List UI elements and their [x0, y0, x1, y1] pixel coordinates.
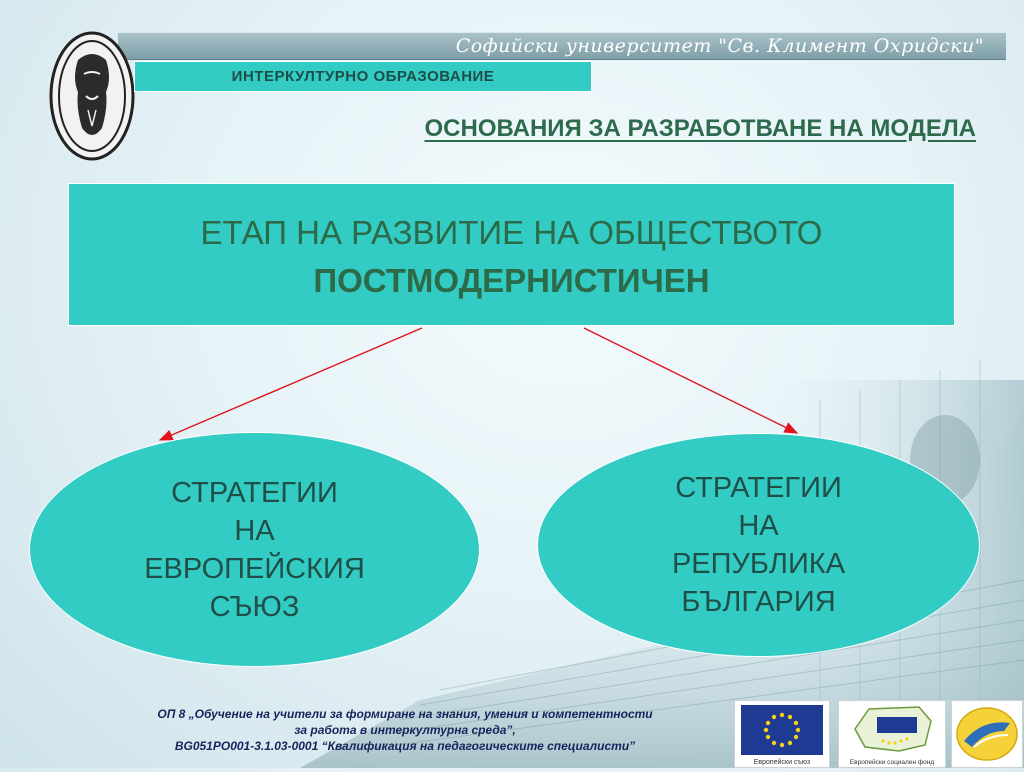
- eu-strategies-line: СТРАТЕГИИ: [171, 476, 338, 509]
- esf-logo-icon: [854, 706, 932, 752]
- eu-strategies-node: СТРАТЕГИИ НА ЕВРОПЕЙСКИЯ СЪЮЗ: [29, 432, 480, 667]
- bg-strategies-line: НА: [738, 510, 779, 542]
- esf-logo: Европейски социален фонд: [838, 700, 946, 768]
- bg-strategies-line: БЪЛГАРИЯ: [681, 586, 836, 618]
- bg-strategies-node: СТРАТЕГИИ НА РЕПУБЛИКА БЪЛГАРИЯ: [537, 433, 980, 657]
- course-title: ИНТЕРКУЛТУРНО ОБРАЗОВАНИЕ: [231, 68, 495, 85]
- footer-line: BG051PO001-3.1.03-0001 “Квалификация на …: [174, 739, 636, 753]
- university-name: Софийски университет "Св. Климент Охридс…: [455, 35, 984, 57]
- course-title-box: ИНТЕРКУЛТУРНО ОБРАЗОВАНИЕ: [134, 61, 592, 92]
- eu-strategies-line: СЪЮЗ: [209, 590, 300, 623]
- page-title: ОСНОВАНИЯ ЗА РАЗРАБОТВАНЕ НА МОДЕЛА: [424, 115, 976, 142]
- program-logo-icon: [956, 707, 1018, 761]
- university-seal-icon: [49, 31, 135, 161]
- project-footer: ОП 8 „Обучение на учители за формиране н…: [95, 706, 715, 754]
- society-stage-label: ЕТАП НА РАЗВИТИЕ НА ОБЩЕСТВОТО: [200, 214, 823, 251]
- eu-strategies-line: НА: [234, 514, 275, 547]
- footer-line: ОП 8 „Обучение на учители за формиране н…: [157, 707, 653, 721]
- eu-logo: Европейски съюз: [734, 700, 830, 768]
- footer-line: за работа в интеркултурна среда”,: [294, 723, 516, 737]
- society-stage-box: ЕТАП НА РАЗВИТИЕ НА ОБЩЕСТВОТО ПОСТМОДЕР…: [68, 183, 955, 326]
- esf-caption: Европейски социален фонд: [849, 759, 935, 766]
- bg-strategies-line: РЕПУБЛИКА: [671, 548, 846, 580]
- header-bar: Софийски университет "Св. Климент Охридс…: [118, 32, 1006, 60]
- society-stage-value: ПОСТМОДЕРНИСТИЧЕН: [313, 262, 710, 299]
- eu-strategies-line: ЕВРОПЕЙСКИЯ: [144, 552, 365, 585]
- eu-flag-icon: [741, 705, 823, 755]
- eu-caption: Европейски съюз: [753, 759, 811, 766]
- program-logo: [951, 700, 1023, 768]
- bg-strategies-line: СТРАТЕГИИ: [675, 472, 842, 504]
